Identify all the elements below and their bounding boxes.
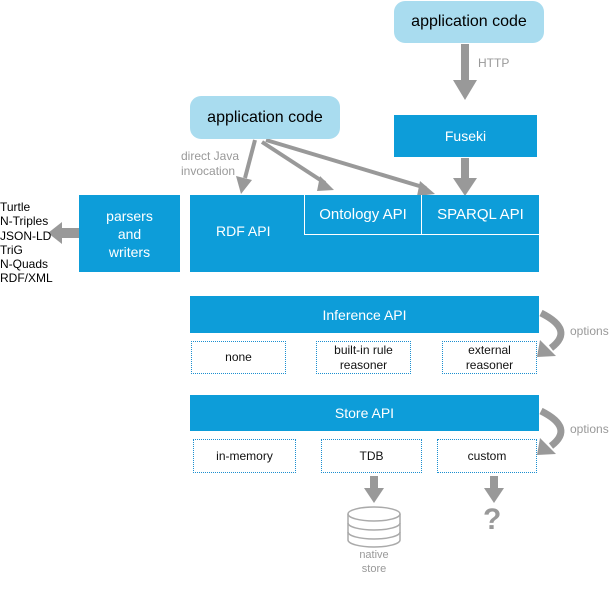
java-invocation-arrows: [243, 138, 427, 190]
parsers-line-2: and: [117, 225, 142, 242]
inference-option-external: external reasoner: [442, 341, 537, 374]
store-option-custom: custom: [437, 439, 537, 473]
rdf-formats-list: Turtle N-Triples JSON-LD TriG N-Quads RD…: [0, 200, 53, 286]
custom-text: custom: [467, 448, 507, 463]
inference-options-arrow: [537, 309, 565, 357]
rdf-api-block: RDF API Ontology API SPARQL API: [190, 195, 539, 272]
store-options-label: options: [570, 422, 609, 436]
builtin-line-2: reasoner: [339, 357, 388, 372]
format-json-ld: JSON-LD: [0, 228, 52, 243]
tdb-text: TDB: [359, 448, 384, 463]
store-options-arrow: [537, 407, 565, 455]
fuseki-box: Fuseki: [394, 115, 537, 157]
fuseki-to-sparql-arrow: [453, 158, 477, 196]
parsers-line-3: writers: [108, 243, 151, 260]
parsers-line-1: parsers: [106, 207, 153, 224]
inference-option-none: none: [191, 341, 286, 374]
native-store-line-2: store: [361, 563, 387, 575]
in-memory-text: in-memory: [216, 448, 273, 463]
rdf-api-label: RDF API: [216, 223, 271, 239]
tdb-to-store-arrow: [364, 476, 384, 503]
store-option-in-memory: in-memory: [193, 439, 296, 473]
direct-java-label: direct Java invocation: [181, 149, 239, 179]
format-n-triples: N-Triples: [0, 214, 49, 229]
ontology-api-box: Ontology API: [304, 195, 422, 235]
http-label: HTTP: [478, 56, 510, 70]
unknown-store-mark: ?: [483, 503, 502, 536]
database-icon: [347, 506, 401, 548]
parsers-writers-box: parsers and writers: [79, 195, 180, 272]
http-arrow: [453, 44, 477, 100]
inference-option-none-text: none: [225, 350, 252, 364]
direct-java-line-1: direct Java: [181, 149, 240, 163]
application-code-top: application code: [394, 1, 544, 43]
sparql-api-box: SPARQL API: [422, 195, 539, 235]
store-option-tdb: TDB: [321, 439, 422, 473]
format-turtle: Turtle: [0, 200, 31, 214]
format-rdf-xml: RDF/XML: [0, 271, 53, 286]
inference-api-bar: Inference API: [190, 296, 539, 333]
external-line-1: external: [468, 342, 511, 357]
external-line-2: reasoner: [465, 357, 514, 372]
format-trig: TriG: [0, 242, 23, 257]
builtin-line-1: built-in rule: [334, 342, 393, 357]
direct-java-line-2: invocation: [181, 164, 236, 178]
java-invocation-arrowheads: [236, 176, 435, 196]
format-n-quads: N-Quads: [0, 257, 49, 272]
inference-options-label: options: [570, 324, 609, 338]
custom-to-unknown-arrow: [484, 476, 504, 503]
native-store-label: native store: [344, 548, 404, 576]
application-code-left: application code: [190, 96, 340, 139]
native-store-line-1: native: [359, 549, 389, 561]
inference-option-builtin: built-in rule reasoner: [316, 341, 411, 374]
store-api-bar: Store API: [190, 395, 539, 431]
